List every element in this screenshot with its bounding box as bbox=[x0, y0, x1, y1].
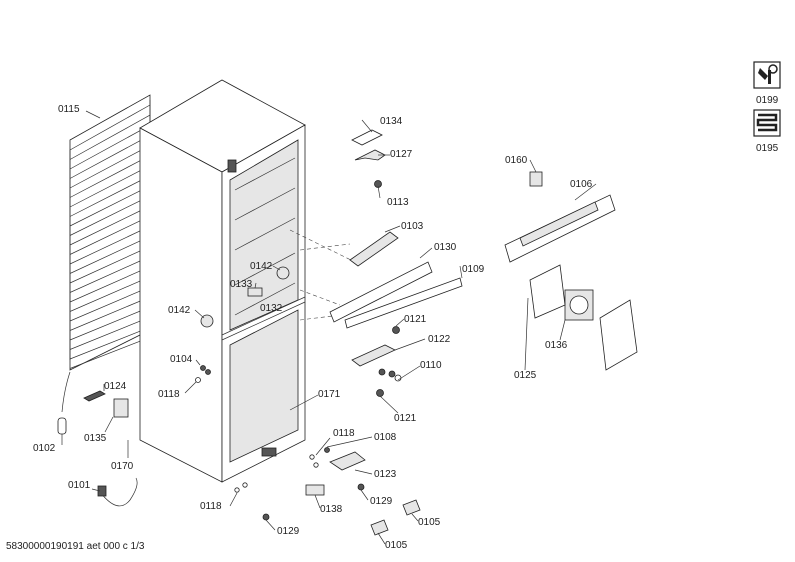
callout-0115: 0115 bbox=[58, 104, 80, 115]
callout-0118-bottom: 0118 bbox=[200, 501, 222, 512]
coil-rung bbox=[69, 296, 151, 331]
coil-rung bbox=[69, 205, 151, 246]
coil-rung bbox=[69, 134, 151, 179]
callout-0142-upper: 0142 bbox=[250, 261, 273, 272]
callout-0105-bottom: 0105 bbox=[385, 540, 408, 551]
callout-0160: 0160 bbox=[505, 155, 528, 166]
coil-rung bbox=[69, 145, 151, 189]
callout-0136: 0136 bbox=[545, 340, 568, 351]
callout-0129-right: 0129 bbox=[370, 496, 393, 507]
callout-0121-lower: 0121 bbox=[394, 413, 417, 424]
coil-rung bbox=[69, 246, 151, 284]
coil-rung bbox=[69, 114, 151, 160]
icon-code-0199: 0199 bbox=[756, 95, 779, 106]
coil-rung bbox=[69, 215, 151, 255]
document-id: 58300000190191 aet 000 c 1/3 bbox=[6, 541, 145, 552]
coil-rung bbox=[69, 185, 151, 227]
callout-0130: 0130 bbox=[434, 242, 457, 253]
coil-rung bbox=[69, 326, 151, 360]
callout-0124: 0124 bbox=[104, 381, 127, 392]
callout-0170: 0170 bbox=[111, 461, 134, 472]
callout-0101: 0101 bbox=[68, 480, 91, 491]
callout-0134: 0134 bbox=[380, 116, 403, 127]
callout-0109: 0109 bbox=[462, 264, 485, 275]
callout-0106: 0106 bbox=[570, 179, 593, 190]
coil-rung bbox=[69, 165, 151, 208]
coil-rung bbox=[69, 316, 151, 350]
coil-rung bbox=[69, 306, 151, 341]
callout-0105-right: 0105 bbox=[418, 517, 441, 528]
coil-rung bbox=[69, 336, 151, 369]
coil-rung bbox=[69, 195, 151, 236]
callout-0118-left: 0118 bbox=[158, 389, 180, 400]
icon-code-0195: 0195 bbox=[756, 143, 779, 154]
callout-labels: 0115 0134 0127 0113 0160 0106 0103 0130 … bbox=[33, 104, 593, 551]
coil-rung bbox=[69, 155, 151, 198]
coil-rung bbox=[69, 124, 151, 170]
callout-0108: 0108 bbox=[374, 432, 397, 443]
callout-0133: 0133 bbox=[230, 279, 253, 290]
cooling-coil-icon bbox=[753, 109, 781, 137]
callout-0129-bottom: 0129 bbox=[277, 526, 300, 537]
cabinet-body bbox=[139, 79, 306, 483]
callout-0102: 0102 bbox=[33, 443, 56, 454]
callout-0132: 0132 bbox=[260, 303, 283, 314]
part-shapes bbox=[57, 129, 638, 536]
callout-0113: 0113 bbox=[387, 197, 409, 208]
callout-0127: 0127 bbox=[390, 149, 413, 160]
callout-0122: 0122 bbox=[428, 334, 451, 345]
coil-rung bbox=[69, 286, 151, 322]
service-icons: 0199 0195 bbox=[753, 61, 781, 154]
coil-rung bbox=[69, 256, 151, 293]
callout-0103: 0103 bbox=[401, 221, 424, 232]
leader-lines bbox=[61, 110, 597, 545]
callout-0135: 0135 bbox=[84, 433, 107, 444]
callout-0171: 0171 bbox=[318, 389, 341, 400]
coil-rung bbox=[69, 175, 151, 217]
callout-0123: 0123 bbox=[374, 469, 397, 480]
coil-rung bbox=[69, 276, 151, 312]
coil-rung bbox=[69, 104, 151, 151]
callout-0118-center: 0118 bbox=[333, 428, 355, 439]
callout-0142-lower: 0142 bbox=[168, 305, 191, 316]
service-wrench-icon bbox=[753, 61, 781, 89]
callout-0104: 0104 bbox=[170, 354, 193, 365]
callout-0121-upper: 0121 bbox=[404, 314, 427, 325]
guide-lines bbox=[289, 229, 356, 321]
coil-rung bbox=[69, 225, 151, 265]
coil-rung bbox=[69, 266, 151, 303]
callout-0125: 0125 bbox=[514, 370, 537, 381]
condenser-coil bbox=[61, 94, 151, 413]
callout-0138: 0138 bbox=[320, 504, 343, 515]
callout-0110: 0110 bbox=[420, 360, 442, 371]
coil-rung bbox=[69, 235, 151, 274]
